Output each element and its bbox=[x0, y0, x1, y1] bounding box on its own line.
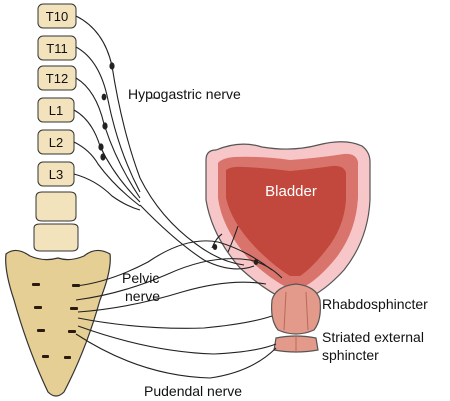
pudendal-nerve-label: Pudendal nerve bbox=[144, 383, 242, 399]
pelvic-nerve-label-line2: nerve bbox=[125, 288, 160, 304]
striated-external-sphincter-label-line1: Striated external bbox=[322, 329, 424, 345]
vertebra-t11: T11 bbox=[37, 35, 77, 61]
hypogastric-nerves bbox=[73, 15, 255, 270]
vertebra-label-l1: L1 bbox=[49, 103, 63, 118]
rhabdosphincter bbox=[271, 283, 321, 335]
pelvic-nerve-label-line1: Pelvic bbox=[122, 270, 159, 286]
vertebra-label-l3: L3 bbox=[49, 167, 63, 182]
vertebra-label-l2: L2 bbox=[49, 135, 63, 150]
sacral-foramina bbox=[32, 283, 80, 359]
vertebra-l2: L2 bbox=[37, 129, 75, 155]
spinal-column: T10 T11 T12 L1 L2 L3 bbox=[33, 3, 79, 252]
pudendal-nerves bbox=[75, 315, 277, 379]
vertebra-l5 bbox=[33, 223, 79, 252]
hypogastric-nerve-label: Hypogastric nerve bbox=[128, 86, 241, 102]
vertebra-l1: L1 bbox=[37, 97, 75, 123]
striated-external-sphincter-label-line2: sphincter bbox=[322, 347, 379, 363]
nerve-ganglia bbox=[98, 62, 115, 161]
vertebra-t12: T12 bbox=[37, 65, 77, 91]
vertebra-l3: L3 bbox=[37, 161, 75, 187]
pelvic-nerves bbox=[75, 225, 283, 313]
vertebra-label-t12: T12 bbox=[46, 71, 68, 86]
bladder: Bladder bbox=[205, 141, 371, 301]
sacrum bbox=[5, 249, 111, 397]
vertebra-l4 bbox=[35, 191, 77, 222]
rhabdosphincter-label: Rhabdosphincter bbox=[322, 296, 428, 312]
vertebra-label-t10: T10 bbox=[46, 9, 68, 24]
striated-external-sphincter bbox=[273, 335, 319, 353]
bladder-label: Bladder bbox=[265, 183, 317, 200]
vertebra-t10: T10 bbox=[37, 3, 77, 29]
vertebra-label-t11: T11 bbox=[46, 41, 67, 56]
